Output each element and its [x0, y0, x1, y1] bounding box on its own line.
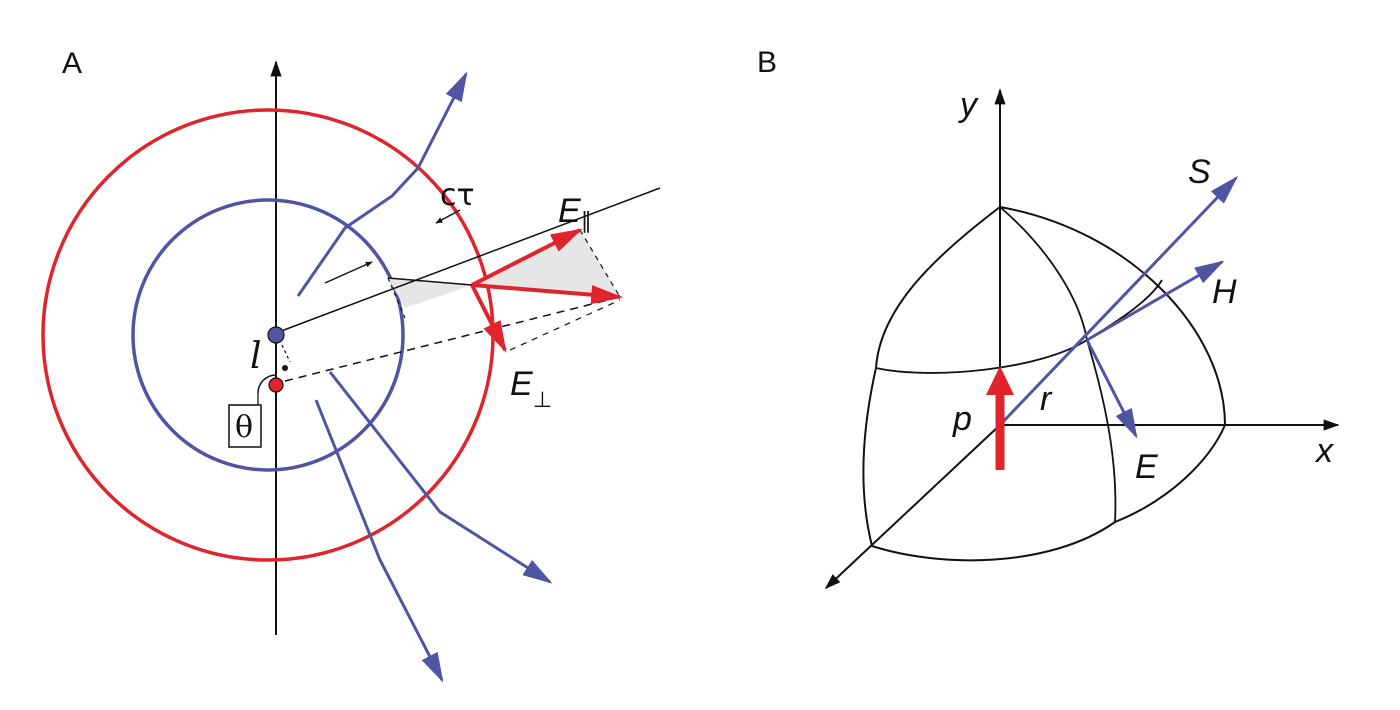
ctau-arrow-right [435, 209, 461, 224]
radial-line-solid [275, 187, 661, 334]
e-parallel-main: E [558, 192, 581, 230]
e-perp-sub: ⊥ [533, 388, 552, 413]
meridian-top [999, 206, 1088, 341]
l-label: l [250, 336, 262, 377]
latitude-left [875, 339, 1088, 374]
theta-label: θ [235, 410, 253, 445]
ctau-arrow-left [324, 261, 373, 284]
ctau-label: cτ [440, 178, 475, 213]
e-parallel-label: E∥ [558, 192, 592, 234]
kink-line [387, 277, 473, 286]
h-label: H [1212, 273, 1237, 311]
p-label: p [952, 400, 972, 438]
dipole-head [986, 366, 1014, 395]
e-parallel-arrow [471, 228, 583, 287]
panel-a-label: A [62, 47, 82, 80]
small-shaded-triangle [388, 278, 472, 308]
s-vector [998, 175, 1239, 427]
z-axis [824, 424, 1001, 590]
blue-field-line-upper [296, 71, 468, 297]
theta-box [228, 404, 262, 448]
latitude-right [1086, 279, 1163, 341]
inner-blue-circle [131, 198, 405, 472]
l-dot [282, 365, 288, 371]
r-label: r [1040, 380, 1053, 418]
large-shaded-triangle [472, 230, 620, 297]
x-axis-label: x [1314, 432, 1334, 470]
perp-dash [509, 299, 621, 351]
e-parallel-sub: ∥ [581, 209, 592, 234]
theta-arc [257, 374, 277, 394]
e-perp-label: E⊥ [510, 365, 552, 413]
panel-b: B y x S H E r p [757, 46, 1340, 590]
h-vector [1086, 260, 1225, 342]
blue-field-line-lower [314, 399, 444, 683]
s-label: S [1188, 153, 1211, 191]
radial-line-dashed [284, 296, 621, 382]
triangle-dash-right [579, 229, 621, 298]
e-total-arrow [471, 283, 624, 305]
blue-field-line-lower-right [328, 371, 553, 584]
red-charge [268, 377, 284, 393]
blue-charge [267, 326, 285, 344]
e-perp-arrow [470, 284, 507, 353]
e-vector [1085, 339, 1138, 439]
panel-b-label: B [757, 46, 777, 79]
e-perp-main: E [510, 365, 533, 403]
meridian-bottom [1086, 339, 1117, 523]
sphere-octant [862, 205, 1227, 562]
y-axis-label: y [958, 86, 979, 124]
l-dash [281, 344, 291, 363]
e-label: E [1135, 448, 1158, 486]
panel-a: A cτ E∥ E⊥ [41, 47, 661, 683]
